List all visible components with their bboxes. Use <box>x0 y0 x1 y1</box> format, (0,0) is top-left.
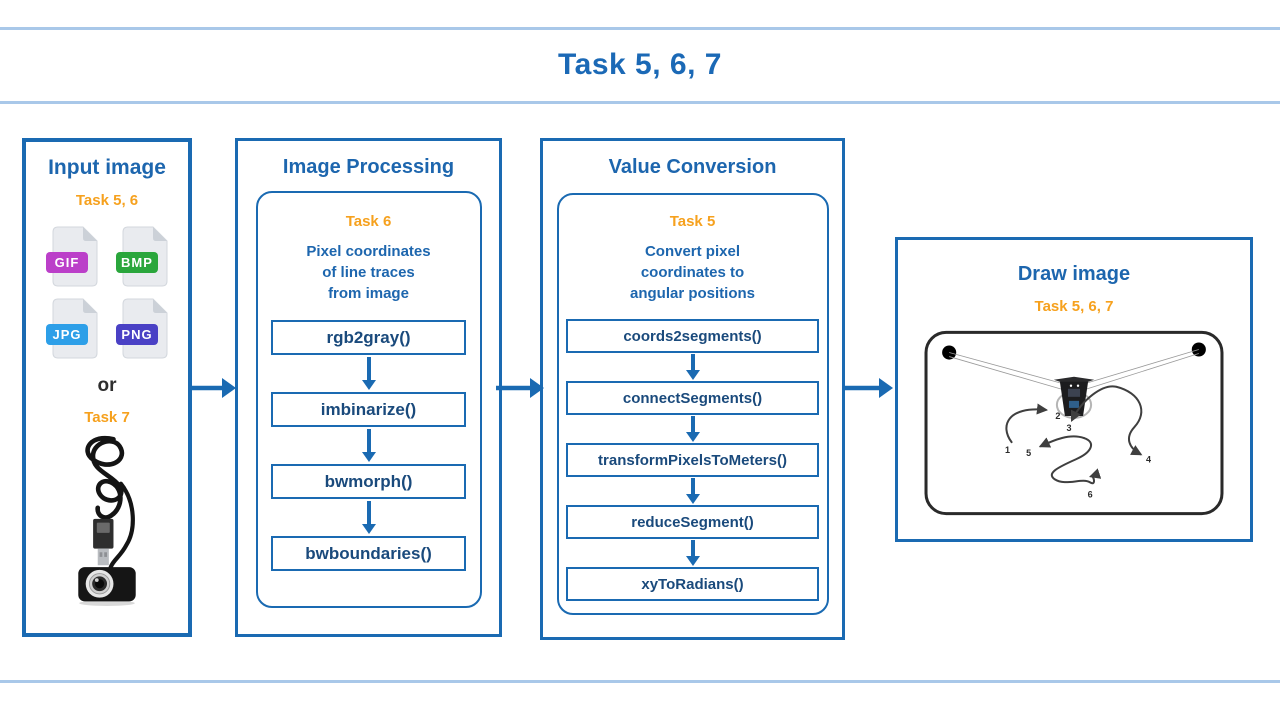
file-type-icons: GIF BMP JPG PNG <box>43 225 171 359</box>
image-processing-title: Image Processing <box>282 156 455 178</box>
input-task7-label: Task 7 <box>84 409 130 426</box>
step-transformpixelstometers: transformPixelsToMeters() <box>566 443 819 477</box>
draw-task-label: Task 5, 6, 7 <box>1034 298 1114 315</box>
arrow-down-icon <box>361 429 376 462</box>
flow-arrow-conversion-to-draw <box>845 378 893 398</box>
drawing-board <box>924 330 1224 516</box>
divider-under-title <box>0 101 1280 104</box>
jpg-label: JPG <box>52 327 81 342</box>
arrow-down-icon <box>685 416 700 442</box>
plotter-illustration: 1 2 3 4 5 6 <box>924 330 1224 516</box>
draw-image-title: Draw image <box>1017 263 1131 285</box>
point-label-3: 3 <box>1066 423 1071 433</box>
conversion-task-label: Task 5 <box>669 213 716 230</box>
step-rgb2gray: rgb2gray() <box>271 320 466 355</box>
step-xytoradians: xyToRadians() <box>566 567 819 601</box>
flow-arrow-input-to-processing <box>188 378 236 398</box>
usb-cable-lead <box>108 481 135 570</box>
step-imbinarize: imbinarize() <box>271 392 466 427</box>
input-image-title: Input image <box>48 156 166 179</box>
bmp-label: BMP <box>121 255 153 270</box>
processing-task-label: Task 6 <box>345 213 392 230</box>
usb-plug-metal <box>97 548 109 566</box>
processing-description: Pixel coordinates of line traces from im… <box>306 243 431 302</box>
page-title: Task 5, 6, 7 <box>558 48 722 81</box>
or-label: or <box>97 375 117 396</box>
file-icon-bmp: BMP <box>116 226 168 287</box>
arrow-down-icon <box>685 478 700 504</box>
step-reducesegment: reduceSegment() <box>566 505 819 539</box>
doodle-path <box>1005 385 1143 485</box>
divider-top <box>0 27 1280 30</box>
file-icon-gif: GIF <box>46 226 98 287</box>
step-coords2segments: coords2segments() <box>566 319 819 353</box>
file-icon-png: PNG <box>116 298 168 359</box>
usb-plug-highlight <box>96 522 110 533</box>
image-processing-panel: Image Processing Task 6 Pixel coordinate… <box>235 138 502 637</box>
gif-label: GIF <box>55 255 80 270</box>
step-bwboundaries: bwboundaries() <box>271 536 466 571</box>
png-label: PNG <box>121 327 152 342</box>
conversion-steps: coords2segments() connectSegments() tran… <box>566 319 819 601</box>
usb-cable-coil <box>85 435 125 520</box>
value-conversion-panel: Value Conversion Task 5 Convert pixel co… <box>540 138 845 640</box>
pulley-left-icon <box>942 345 957 360</box>
file-icon-jpg: JPG <box>46 298 98 359</box>
input-task-label: Task 5, 6 <box>75 192 139 209</box>
point-label-1: 1 <box>1005 445 1010 455</box>
input-image-panel: Input image Task 5, 6 GIF BMP JPG <box>22 138 192 637</box>
conversion-description: Convert pixel coordinates to angular pos… <box>629 243 755 302</box>
processing-steps: rgb2gray() imbinarize() bwmorph() bwboun… <box>271 320 466 571</box>
webcam-shadow <box>79 600 135 606</box>
value-conversion-title: Value Conversion <box>608 156 777 178</box>
point-label-5: 5 <box>1026 448 1031 458</box>
step-bwmorph: bwmorph() <box>271 464 466 499</box>
draw-image-panel: Draw image Task 5, 6, 7 <box>895 237 1253 542</box>
step-connectsegments: connectSegments() <box>566 381 819 415</box>
arrow-down-icon <box>685 540 700 566</box>
flow-arrow-processing-to-conversion <box>496 378 544 398</box>
image-processing-inner-panel: Task 6 Pixel coordinates of line traces … <box>255 191 482 608</box>
point-label-6: 6 <box>1088 489 1093 499</box>
value-conversion-inner-panel: Task 5 Convert pixel coordinates to angu… <box>556 193 829 615</box>
divider-bottom <box>0 680 1280 683</box>
point-label-4: 4 <box>1146 454 1151 464</box>
arrow-down-icon <box>685 354 700 380</box>
webcam-image <box>78 435 136 606</box>
arrow-down-icon <box>361 501 376 534</box>
arrow-down-icon <box>361 357 376 390</box>
point-label-2: 2 <box>1055 411 1060 421</box>
